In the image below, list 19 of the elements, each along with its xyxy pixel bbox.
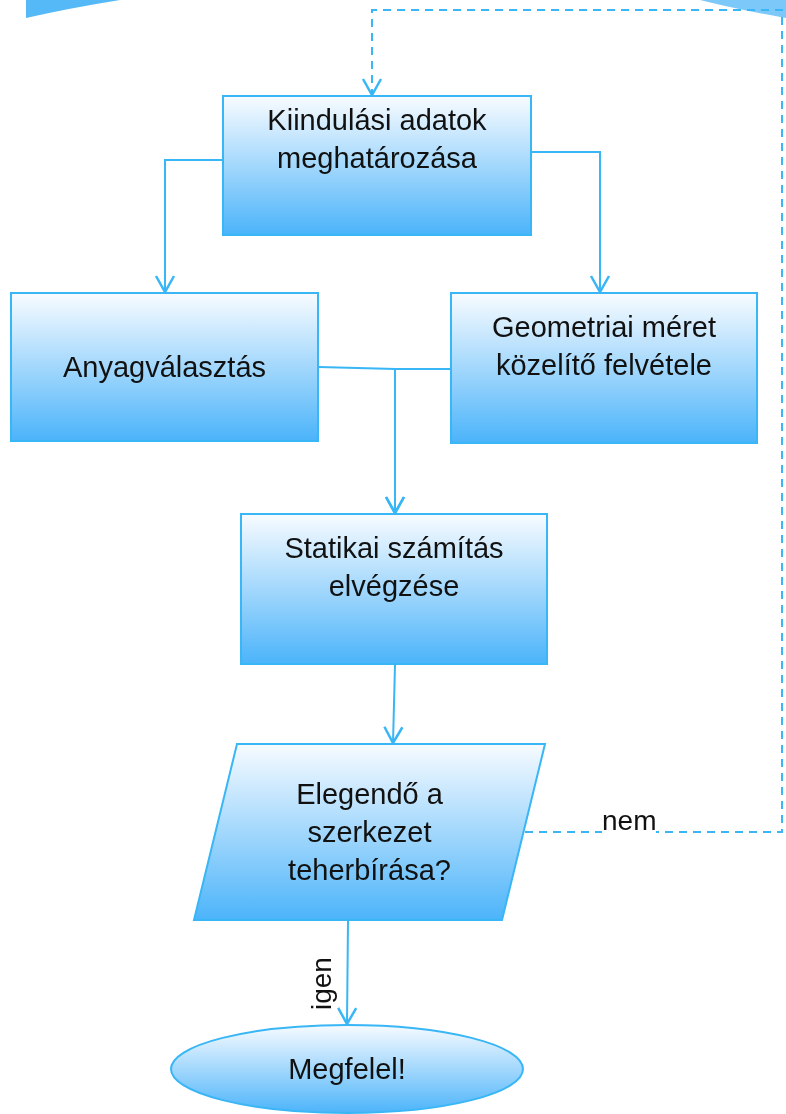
arrow [531,151,611,294]
process-box [450,292,758,444]
process-box [10,292,319,442]
arrow [383,664,404,745]
node-text: Elegendő a szerkezet teherbírása? [287,777,452,888]
terminal-ellipse [170,1024,524,1114]
arrow [384,368,451,515]
edge-label: igen [307,957,337,1010]
node-text: Anyagválasztás [62,350,267,385]
node-text: Kiindulási adatok meghatározása [266,103,488,176]
node-text: Megfelel! [288,1052,406,1087]
decision-parallelogram [193,743,546,921]
process-box [222,95,532,236]
process-box [240,513,548,665]
arrow [336,920,358,1026]
arrow [154,159,223,294]
dashed-arrow [361,9,783,833]
node-text: Statikai számítás elvégzése [283,531,505,604]
node-text: Geometriai méret közelítő felvétele [491,310,717,383]
